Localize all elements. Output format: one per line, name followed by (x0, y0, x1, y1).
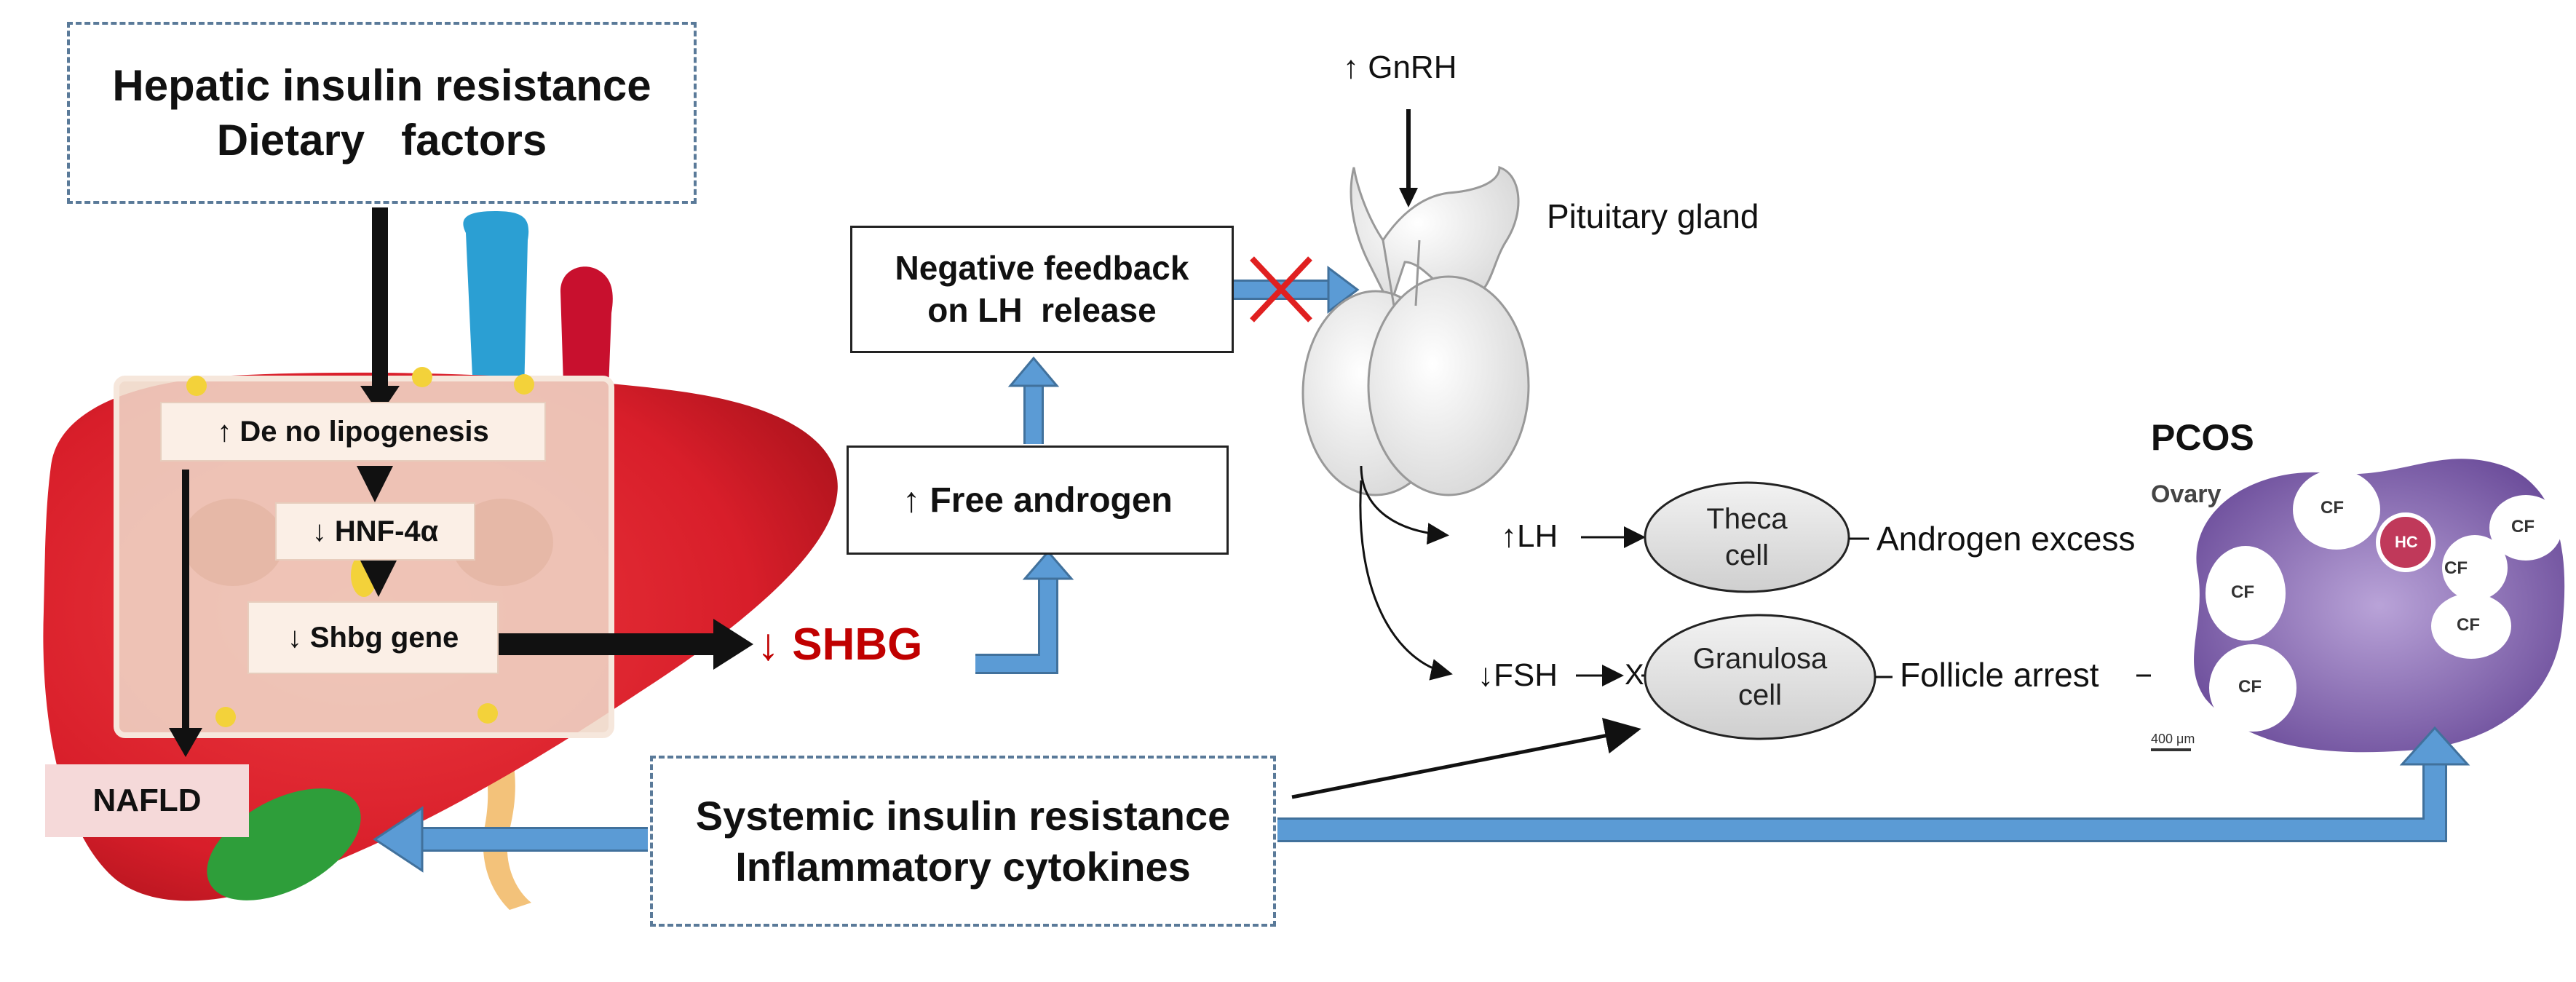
shbg-gene-label: ↓ Shbg gene (247, 601, 499, 674)
negative-feedback-box: Negative feedback on LH release (850, 226, 1234, 353)
negative-feedback-line1: Negative feedback (895, 249, 1189, 287)
vein-blue (463, 211, 529, 393)
block-x-mark: X (1625, 659, 1644, 691)
nafld-label: NAFLD (45, 764, 249, 837)
granulosa-cell-label: Granulosa cell (1692, 643, 1828, 711)
theca-cell-label: Theca cell (1706, 503, 1788, 571)
dietary-factors-text: Dietary factors (216, 116, 547, 165)
hc-label: HC (2395, 533, 2418, 551)
pituitary-gland-label: Pituitary gland (1547, 197, 1759, 235)
androgen-excess-label: Androgen excess (1876, 520, 2136, 558)
shbg-label: ↓ SHBG (757, 619, 923, 670)
ovary-label: Ovary (2151, 480, 2222, 508)
systemic-insulin-resistance-text: Systemic insulin resistance (695, 792, 1231, 839)
cf-label-6: CF (2457, 615, 2480, 635)
pcos-label: PCOS (2151, 417, 2254, 458)
fsh-label: ↓FSH (1478, 657, 1558, 693)
inflammatory-cytokines-text: Inflammatory cytokines (735, 843, 1191, 890)
hepatic-insulin-resistance-text: Hepatic insulin resistance (112, 61, 651, 110)
lipogenesis-label: ↑ De no lipogenesis (160, 402, 546, 462)
arrow-shbg-to-androgen (975, 575, 1058, 674)
scale-bar-label: 400 μm (2151, 732, 2195, 746)
artery-red (560, 266, 613, 408)
cf-label-4: CF (2511, 517, 2535, 536)
hnf4a-label: ↓ HNF-4α (275, 502, 475, 561)
cf-label-2: CF (2231, 582, 2254, 602)
cf-label-3: CF (2238, 677, 2262, 697)
pituitary-illustration (1301, 165, 1530, 496)
free-androgen-box: ↑ Free androgen (847, 446, 1229, 555)
cf-label-5: CF (2444, 558, 2468, 578)
hepatic-factors-box: Hepatic insulin resistance Dietary facto… (67, 22, 697, 204)
lh-label: ↑LH (1501, 518, 1558, 554)
ovary-histology (2151, 444, 2576, 764)
theca-cell-shape (1644, 481, 1850, 593)
follicle-arrest-label: Follicle arrest (1900, 656, 2099, 694)
free-androgen-text: ↑ Free androgen (903, 480, 1173, 520)
cf-label-1: CF (2321, 498, 2344, 518)
gnrh-label: ↑ GnRH (1343, 50, 1457, 85)
systemic-factors-box: Systemic insulin resistance Inflammatory… (650, 756, 1276, 927)
negative-feedback-line2: on LH release (927, 290, 1157, 329)
